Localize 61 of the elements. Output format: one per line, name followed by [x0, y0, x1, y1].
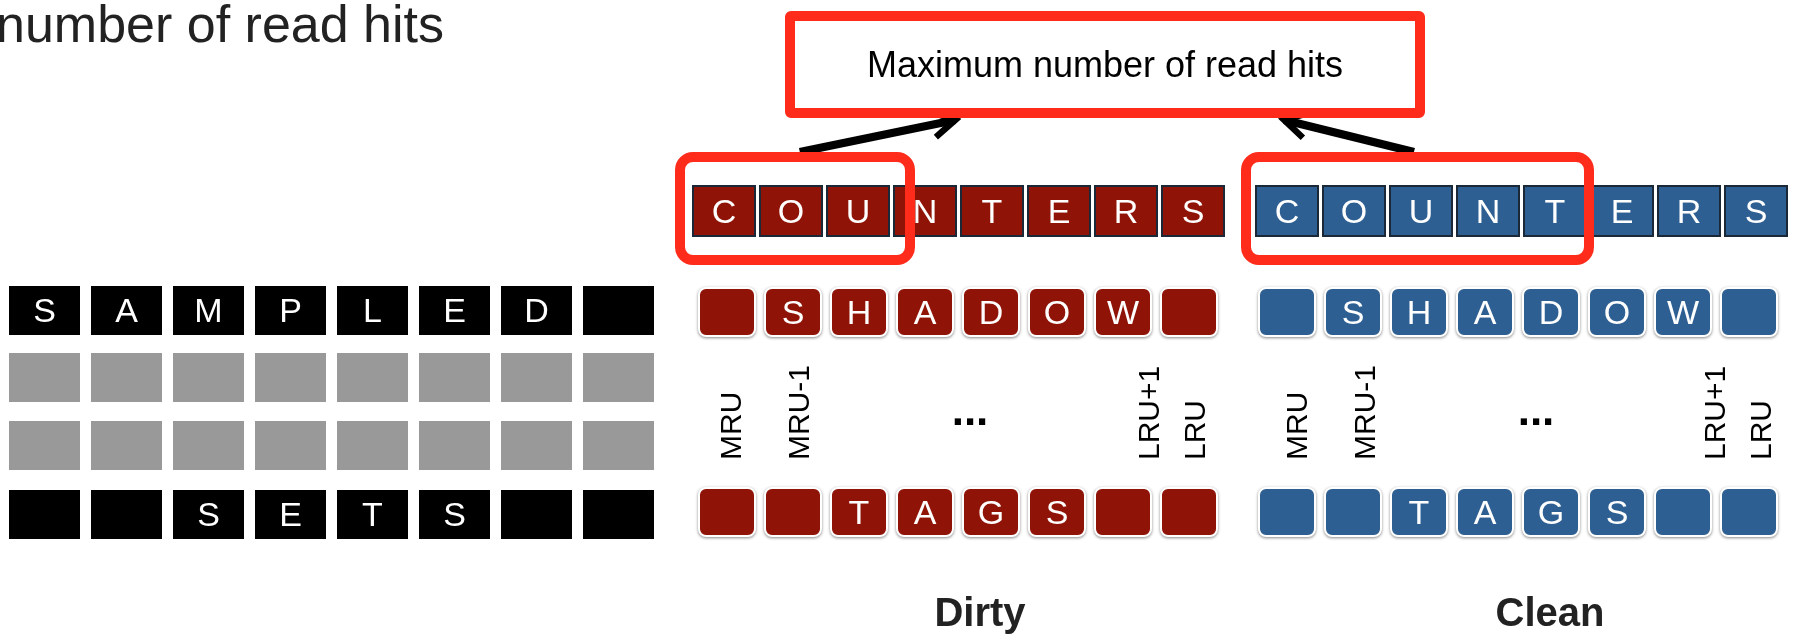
letter-tile: A: [1456, 287, 1514, 337]
letter-tile: R: [1094, 185, 1158, 237]
letter-tile: R: [1657, 185, 1721, 237]
letter-tile: D: [1522, 287, 1580, 337]
letter-tile: D: [962, 287, 1020, 337]
letter-tile: N: [1456, 185, 1520, 237]
letter-tile: P: [255, 286, 326, 335]
position-label: MRU-1: [782, 364, 816, 460]
letter-tile: C: [1255, 185, 1319, 237]
position-label: MRU: [1280, 390, 1314, 460]
highlight-frame: [675, 152, 915, 265]
letter-tile: T: [830, 487, 888, 537]
letter-tile: S: [1161, 185, 1225, 237]
letter-tile: W: [1654, 287, 1712, 337]
letter-tile: W: [1094, 287, 1152, 337]
ellipsis-text: ...: [1516, 385, 1556, 435]
letter-tile: A: [896, 287, 954, 337]
letter-tile: T: [960, 185, 1024, 237]
letter-tile: A: [91, 286, 162, 335]
letter-tile: S: [1588, 487, 1646, 537]
letter-tile: O: [1028, 287, 1086, 337]
letter-tile: C: [692, 185, 756, 237]
letter-tile: E: [419, 286, 490, 335]
letter-tile: L: [337, 286, 408, 335]
letter-tile: E: [255, 490, 326, 539]
letter-tile: S: [9, 286, 80, 335]
letter-tile: E: [1027, 185, 1091, 237]
callout-box: Maximum number of read hits: [785, 11, 1425, 118]
letter-tile: G: [1522, 487, 1580, 537]
letter-tile: S: [764, 287, 822, 337]
column-label: Clean: [1494, 590, 1606, 635]
letter-tile: S: [1028, 487, 1086, 537]
position-label: LRU: [1744, 399, 1778, 460]
position-label: LRU+1: [1698, 364, 1732, 460]
letter-tile: G: [962, 487, 1020, 537]
highlight-frame: [1241, 152, 1594, 265]
letter-tile: S: [1724, 185, 1788, 237]
letter-tile: M: [173, 286, 244, 335]
position-label: LRU: [1178, 399, 1212, 460]
column-label: Dirty: [933, 590, 1027, 635]
ellipsis-text: ...: [950, 385, 990, 435]
letter-tile: H: [1390, 287, 1448, 337]
letter-tile: H: [830, 287, 888, 337]
letter-tile: S: [1324, 287, 1382, 337]
letter-tile: S: [173, 490, 244, 539]
letter-tile: A: [896, 487, 954, 537]
letter-tile: T: [1390, 487, 1448, 537]
letter-tile: U: [826, 185, 890, 237]
letter-tile: S: [419, 490, 490, 539]
slide-title: number of read hits: [0, 0, 445, 54]
letter-tile: D: [501, 286, 572, 335]
letter-tile: U: [1389, 185, 1453, 237]
position-label: MRU: [714, 390, 748, 460]
position-label: MRU-1: [1348, 364, 1382, 460]
letter-tile: O: [759, 185, 823, 237]
letter-tile: O: [1322, 185, 1386, 237]
position-label: LRU+1: [1132, 364, 1166, 460]
letter-tile: T: [1523, 185, 1587, 237]
letter-tile: A: [1456, 487, 1514, 537]
letter-tile: T: [337, 490, 408, 539]
letter-tile: O: [1588, 287, 1646, 337]
